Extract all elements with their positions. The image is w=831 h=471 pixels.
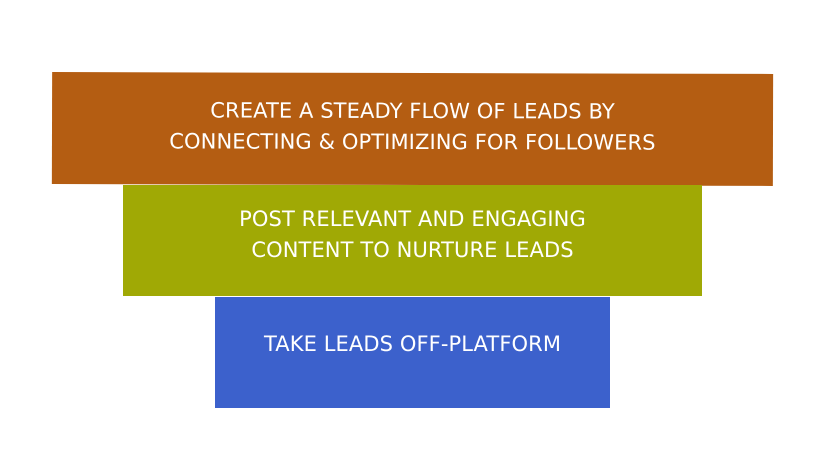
funnel-tier-middle-line-2: CONTENT TO NURTURE LEADS xyxy=(251,238,574,262)
funnel-tier-top-label: CREATE A STEADY FLOW OF LEADS BY CONNECT… xyxy=(149,95,676,158)
funnel-tier-top-line-2: CONNECTING & OPTIMIZING FOR FOLLOWERS xyxy=(169,129,656,155)
funnel-tier-bottom-line-1: TAKE LEADS OFF-PLATFORM xyxy=(263,332,562,356)
funnel-tier-middle-label: POST RELEVANT AND ENGAGING CONTENT TO NU… xyxy=(219,204,606,266)
funnel-tier-middle: POST RELEVANT AND ENGAGING CONTENT TO NU… xyxy=(123,185,702,296)
funnel-tier-top: CREATE A STEADY FLOW OF LEADS BY CONNECT… xyxy=(51,72,774,186)
funnel-tier-bottom-label: TAKE LEADS OFF-PLATFORM xyxy=(244,329,581,360)
funnel-tier-middle-line-1: POST RELEVANT AND ENGAGING xyxy=(239,207,586,231)
funnel-tier-top-line-1: CREATE A STEADY FLOW OF LEADS BY xyxy=(210,98,615,124)
funnel-tier-bottom: TAKE LEADS OFF-PLATFORM xyxy=(215,297,610,408)
